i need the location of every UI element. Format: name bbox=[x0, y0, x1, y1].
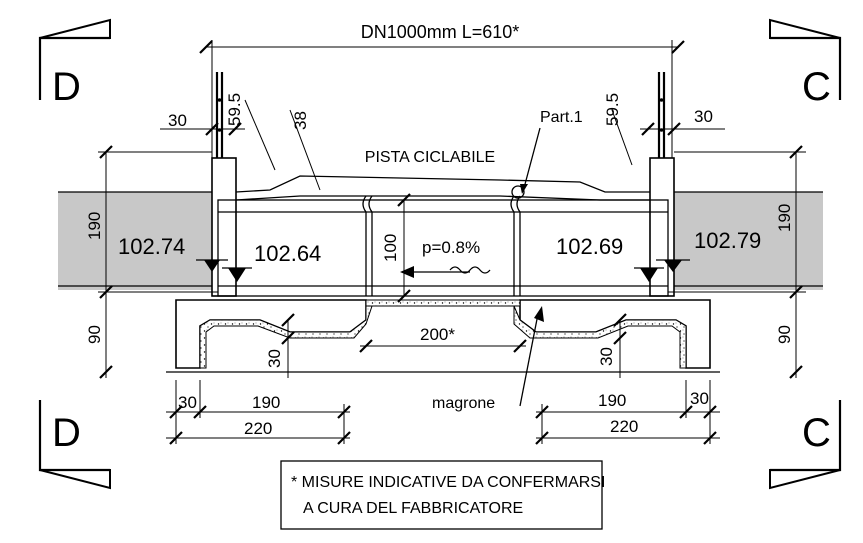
dim-59-left: 59.5 bbox=[225, 93, 244, 126]
dim-30-top-left: 30 bbox=[168, 111, 187, 130]
embankment-left bbox=[58, 192, 218, 290]
dim-190-right: 190 bbox=[775, 204, 794, 232]
elevation-marker-inlet-invert bbox=[222, 267, 252, 282]
dim-30-wall-right: 30 bbox=[597, 347, 616, 366]
lean-concrete-left bbox=[199, 301, 373, 369]
headwall-right bbox=[649, 157, 675, 297]
dim-30-base-right: 30 bbox=[690, 389, 709, 408]
pipe-body bbox=[217, 199, 669, 297]
dim-38: 38 bbox=[291, 111, 310, 130]
cycle-path-surface bbox=[235, 175, 650, 193]
dimension-lines bbox=[98, 40, 806, 445]
dim-220-right: 220 bbox=[610, 417, 638, 436]
dim-59-right: 59.5 bbox=[603, 93, 622, 126]
dim-30-wall-left: 30 bbox=[265, 349, 284, 368]
note-line-2: A CURA DEL FABBRICATORE bbox=[303, 500, 523, 517]
dim-190-base-right: 190 bbox=[598, 391, 626, 410]
dim-220-left: 220 bbox=[244, 419, 272, 438]
note-line-1: * MISURE INDICATIVE DA CONFERMARSI bbox=[291, 474, 605, 491]
lean-concrete-bed bbox=[365, 299, 521, 307]
flow-wave bbox=[449, 266, 491, 274]
section-marker-top-left bbox=[38, 18, 111, 100]
dim-30-top-right: 30 bbox=[694, 107, 713, 126]
railing-left bbox=[215, 72, 224, 158]
elevation-inlet-top: 102.74 bbox=[118, 234, 185, 259]
section-label-bottom-left: D bbox=[52, 411, 81, 455]
part-label: Part.1 bbox=[540, 109, 583, 126]
road-label: PISTA CICLABILE bbox=[365, 149, 495, 166]
embankment-right bbox=[668, 192, 823, 290]
section-marker-top-right bbox=[769, 18, 842, 100]
section-marker-bottom-right bbox=[769, 400, 842, 490]
span-label: 200* bbox=[420, 325, 455, 344]
elevation-marker-outlet-top bbox=[656, 259, 690, 272]
lean-concrete-label: magrone bbox=[432, 395, 495, 412]
dim-30-base-left: 30 bbox=[178, 393, 197, 412]
part1-marker bbox=[511, 185, 525, 199]
drawing-title: DN1000mm L=610* bbox=[361, 22, 520, 42]
elevation-marker-outlet-invert bbox=[634, 267, 664, 282]
section-label-top-left: D bbox=[52, 65, 81, 109]
elevation-outlet-top: 102.79 bbox=[694, 228, 761, 253]
flow-arrow bbox=[400, 266, 470, 278]
headwall-left bbox=[211, 157, 237, 297]
dim-190-left: 190 bbox=[85, 212, 104, 240]
section-marker-bottom-left bbox=[38, 400, 111, 490]
dim-100: 100 bbox=[381, 234, 400, 262]
section-label-top-right: C bbox=[802, 65, 831, 109]
elevation-inlet-invert: 102.64 bbox=[254, 241, 321, 266]
dim-190-base-left: 190 bbox=[252, 393, 280, 412]
dim-90-left: 90 bbox=[85, 325, 104, 344]
railing-right bbox=[657, 72, 666, 158]
slope-label: p=0.8% bbox=[422, 238, 480, 257]
elevation-outlet-invert: 102.69 bbox=[556, 234, 623, 259]
note-box bbox=[280, 460, 603, 530]
lean-concrete-right bbox=[513, 305, 687, 369]
elevation-marker-inlet-top bbox=[196, 259, 228, 272]
section-label-bottom-right: C bbox=[802, 411, 831, 455]
dim-90-right: 90 bbox=[775, 325, 794, 344]
